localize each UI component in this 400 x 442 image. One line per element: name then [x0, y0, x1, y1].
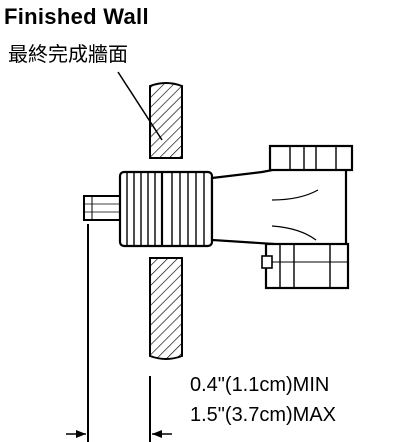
dimension-min-label: 0.4"(1.1cm)MIN: [190, 374, 330, 396]
dimension-lines: [87, 224, 151, 442]
valve-stem: [83, 195, 123, 221]
dimension-max-label: 1.5"(3.7cm)MAX: [190, 404, 337, 426]
wall-upper-section: [149, 82, 183, 159]
diagram-subtitle: 最終完成牆面: [8, 42, 128, 66]
dimension-arrows: [66, 430, 172, 438]
diagram-title: Finished Wall: [4, 4, 149, 29]
threaded-coupling: [118, 170, 214, 248]
bottom-outlet-fitting: [261, 242, 350, 290]
top-outlet-fitting: [268, 144, 354, 172]
wall-lower-section: [149, 257, 183, 360]
